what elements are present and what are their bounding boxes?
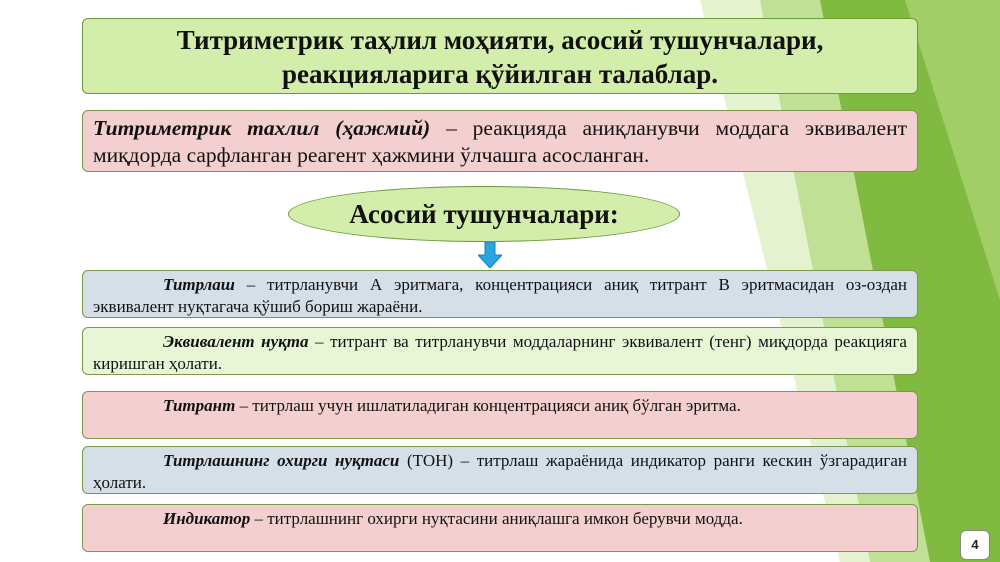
concept-text: (ТОН) – титрлаш жараёнида индикатор ранг… — [93, 451, 908, 492]
slide-title-line-2: реакцияларига қўйилган талаблар. — [281, 59, 719, 89]
concept-text: – титрланувчи А эритмага, концентрацияси… — [93, 275, 907, 316]
concept-item-titration: Титрлаш – титрланувчи А эритмага, концен… — [82, 270, 918, 318]
concept-item-indicator: Индикатор – титрлашнинг охирги нуқтасини… — [82, 504, 918, 552]
concept-item-titrant: Титрант – титрлаш учун ишлатиладиган кон… — [82, 391, 918, 439]
page-number: 4 — [960, 530, 990, 560]
concept-item-end-point: Титрлашнинг охирги нуқтаси (ТОН) – титрл… — [82, 446, 918, 494]
section-heading-oval: Асосий тушунчалари: — [288, 186, 680, 242]
concept-term: Титрлаш — [163, 275, 235, 294]
section-heading: Асосий тушунчалари: — [349, 199, 619, 229]
concept-text: – титрлашнинг охирги нуқтасини аниқлашга… — [250, 509, 743, 528]
definition-box: Титриметрик тахлил (ҳажмий) – реакцияда … — [82, 110, 918, 172]
concept-term: Титрлашнинг охирги нуқтаси — [163, 451, 400, 470]
definition-text: – реакцияда аниқланувчи моддага эквивале… — [93, 116, 907, 167]
concept-text: – титрант ва титрланувчи моддаларнинг эк… — [93, 332, 907, 373]
slide-title-line-1: Титриметрик таҳлил моҳияти, асосий тушун… — [176, 25, 824, 55]
arrow-down-icon — [478, 242, 502, 268]
concept-item-equivalence-point: Эквивалент нуқта – титрант ва титрланувч… — [82, 327, 918, 375]
definition-term: Титриметрик тахлил (ҳажмий) — [93, 116, 431, 140]
concept-text: – титрлаш учун ишлатиладиган концентраци… — [235, 396, 741, 415]
concept-term: Индикатор — [163, 509, 251, 528]
concept-term: Титрант — [163, 396, 236, 415]
concept-term: Эквивалент нуқта — [163, 332, 309, 351]
slide-title-box: Титриметрик таҳлил моҳияти, асосий тушун… — [82, 18, 918, 94]
